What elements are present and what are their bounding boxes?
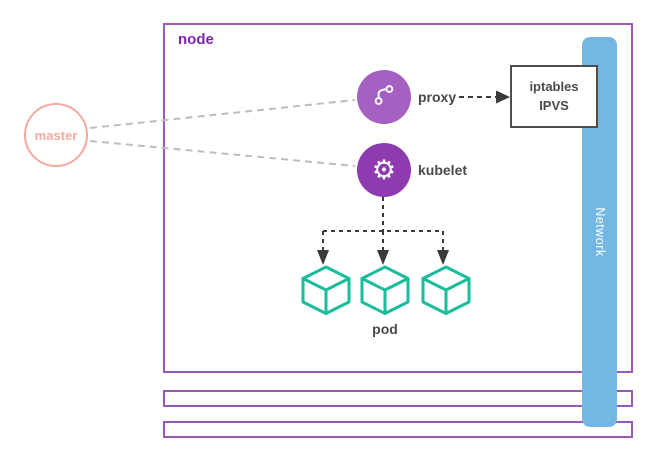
proxy-label: proxy — [418, 89, 457, 105]
pod-cube — [420, 264, 472, 316]
kubelet-component: ⚙ — [357, 143, 411, 197]
node-title: node — [178, 31, 214, 48]
branch-icon — [371, 82, 397, 113]
cube-icon — [420, 264, 472, 316]
pod-label: pod — [372, 321, 398, 337]
network-label: Network — [592, 207, 607, 257]
node-strip-background-2 — [163, 421, 633, 438]
kubelet-label: kubelet — [418, 162, 468, 178]
cube-icon — [359, 264, 411, 316]
master-node: master — [24, 103, 88, 167]
ipvs-label: IPVS — [539, 97, 569, 113]
pod-cube — [359, 264, 411, 316]
iptables-ipvs-box: iptables IPVS — [510, 65, 598, 128]
iptables-label: iptables — [529, 79, 579, 95]
node-strip-background-1 — [163, 390, 633, 407]
gear-icon: ⚙ — [371, 154, 397, 186]
proxy-component — [357, 70, 411, 124]
master-label: master — [34, 127, 78, 143]
cube-icon — [300, 264, 352, 316]
pod-cube — [300, 264, 352, 316]
